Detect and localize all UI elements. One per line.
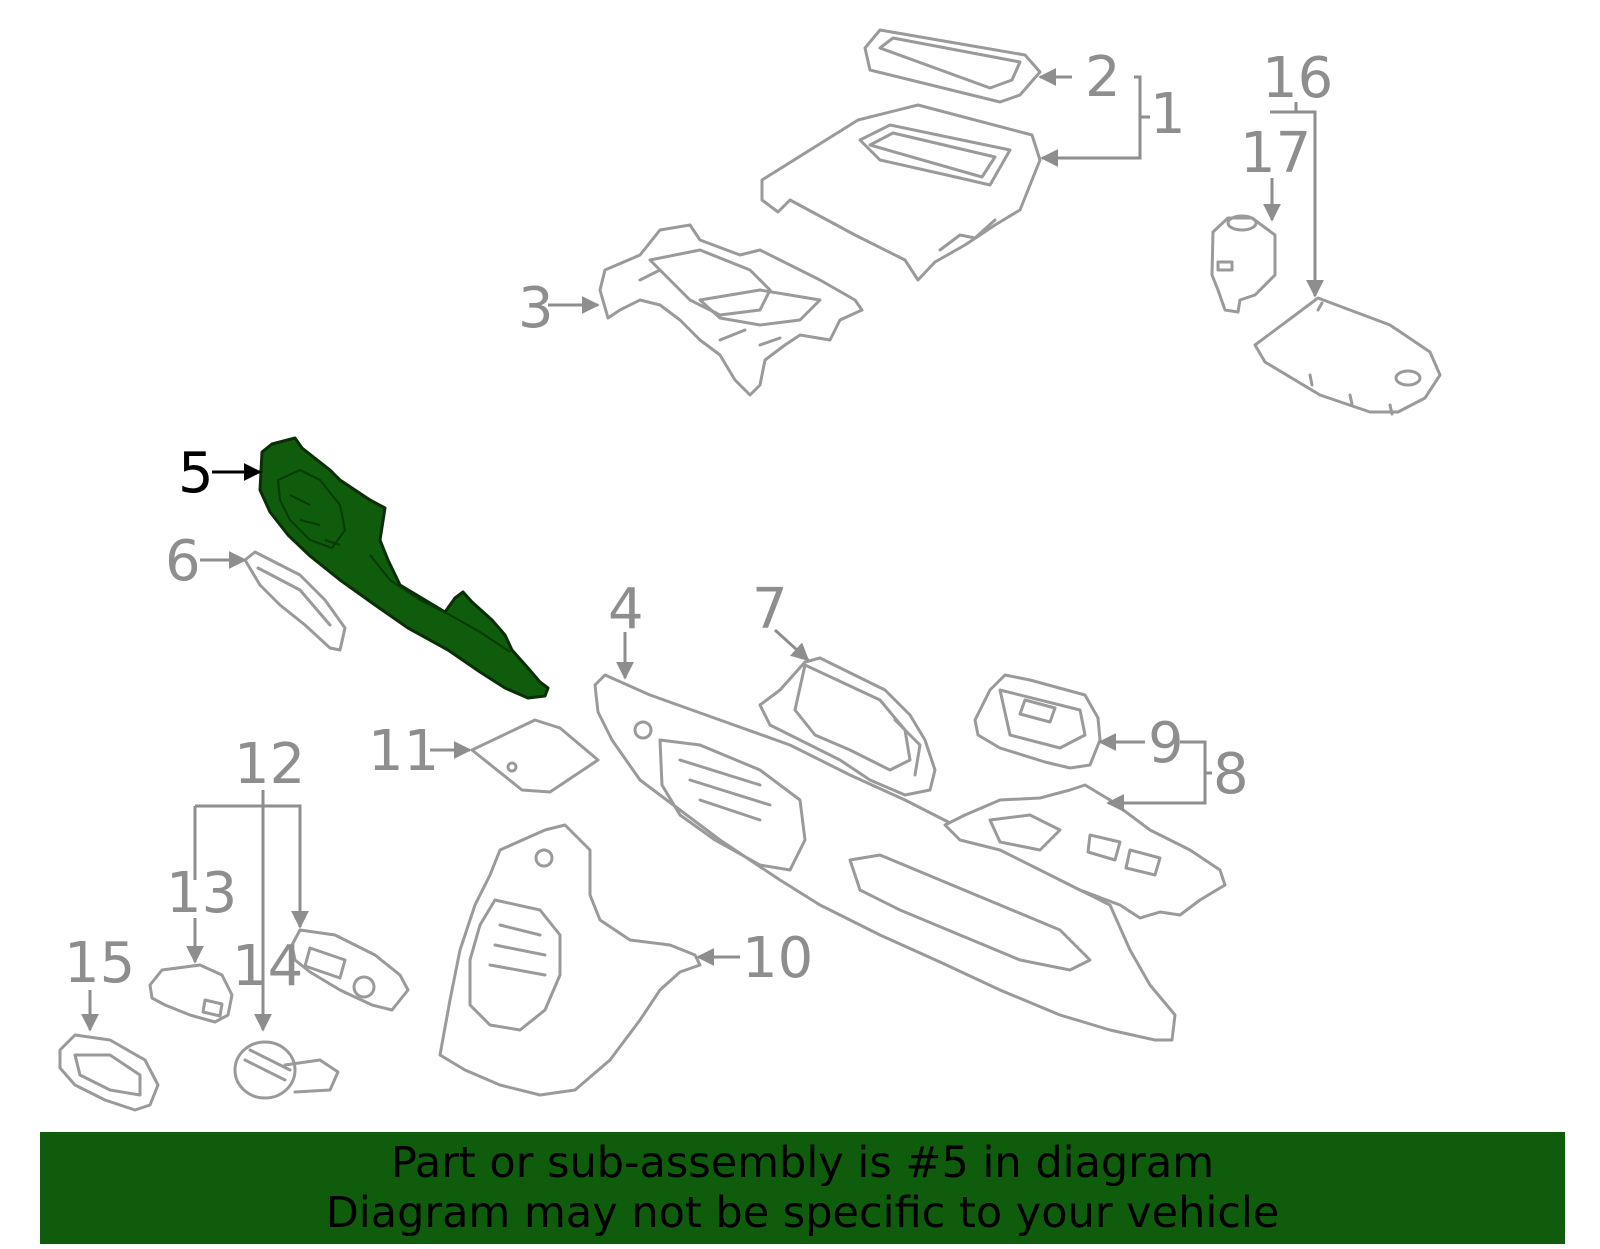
part-15-bezel-ring: [58, 1033, 160, 1112]
callout-3: 3: [518, 276, 554, 341]
banner-background: [40, 1132, 1565, 1244]
callout-10: 10: [742, 926, 813, 991]
callout-4: 4: [608, 577, 644, 642]
callout-1: 1: [1150, 82, 1186, 147]
callout-12: 12: [234, 732, 305, 797]
part-12-switch-bezel: [290, 928, 410, 1012]
callout-2: 2: [1085, 45, 1121, 110]
callout-8: 8: [1213, 742, 1249, 807]
part-11-cover-plate: [470, 718, 600, 794]
part-3-console-bracket: [598, 223, 864, 397]
callout-15: 15: [64, 931, 135, 996]
callout-numbers: 1 2 3 4 5 6 7 8 9 10 11 12 13 14 15 16 1…: [64, 45, 1333, 999]
part-10-center-stack-trim: [438, 823, 702, 1097]
callout-13: 13: [166, 861, 237, 926]
banner-line-1: Part or sub-assembly is #5 in diagram: [390, 1138, 1215, 1188]
part-9-storage-tray: [973, 673, 1102, 770]
leader-lines: [81, 68, 1324, 1032]
part-17-switch: [1210, 214, 1277, 314]
part-7-glove-box: [758, 656, 937, 797]
part-1-console-lid: [760, 103, 1042, 282]
callout-5: 5: [178, 441, 214, 506]
part-2-lid-insert: [863, 28, 1042, 104]
part-4-lower-instrument-panel: [593, 673, 1177, 1042]
callout-6: 6: [165, 529, 201, 594]
part-6-small-panel: [243, 550, 347, 652]
part-5-knee-panel-highlighted: [258, 436, 550, 700]
callout-16: 16: [1262, 46, 1333, 111]
part-8-lower-panel: [943, 783, 1227, 920]
part-13-switch: [148, 963, 234, 1024]
callout-9: 9: [1148, 711, 1184, 776]
info-banner: Part or sub-assembly is #5 in diagram Di…: [40, 1132, 1565, 1244]
banner-line-2: Diagram may not be specific to your vehi…: [325, 1188, 1280, 1238]
callout-7: 7: [752, 577, 788, 642]
callout-11: 11: [368, 719, 439, 784]
part-14-knob: [233, 1040, 340, 1100]
part-16-armrest-pad: [1253, 296, 1442, 416]
callout-17: 17: [1240, 121, 1311, 186]
callout-14: 14: [232, 934, 303, 999]
